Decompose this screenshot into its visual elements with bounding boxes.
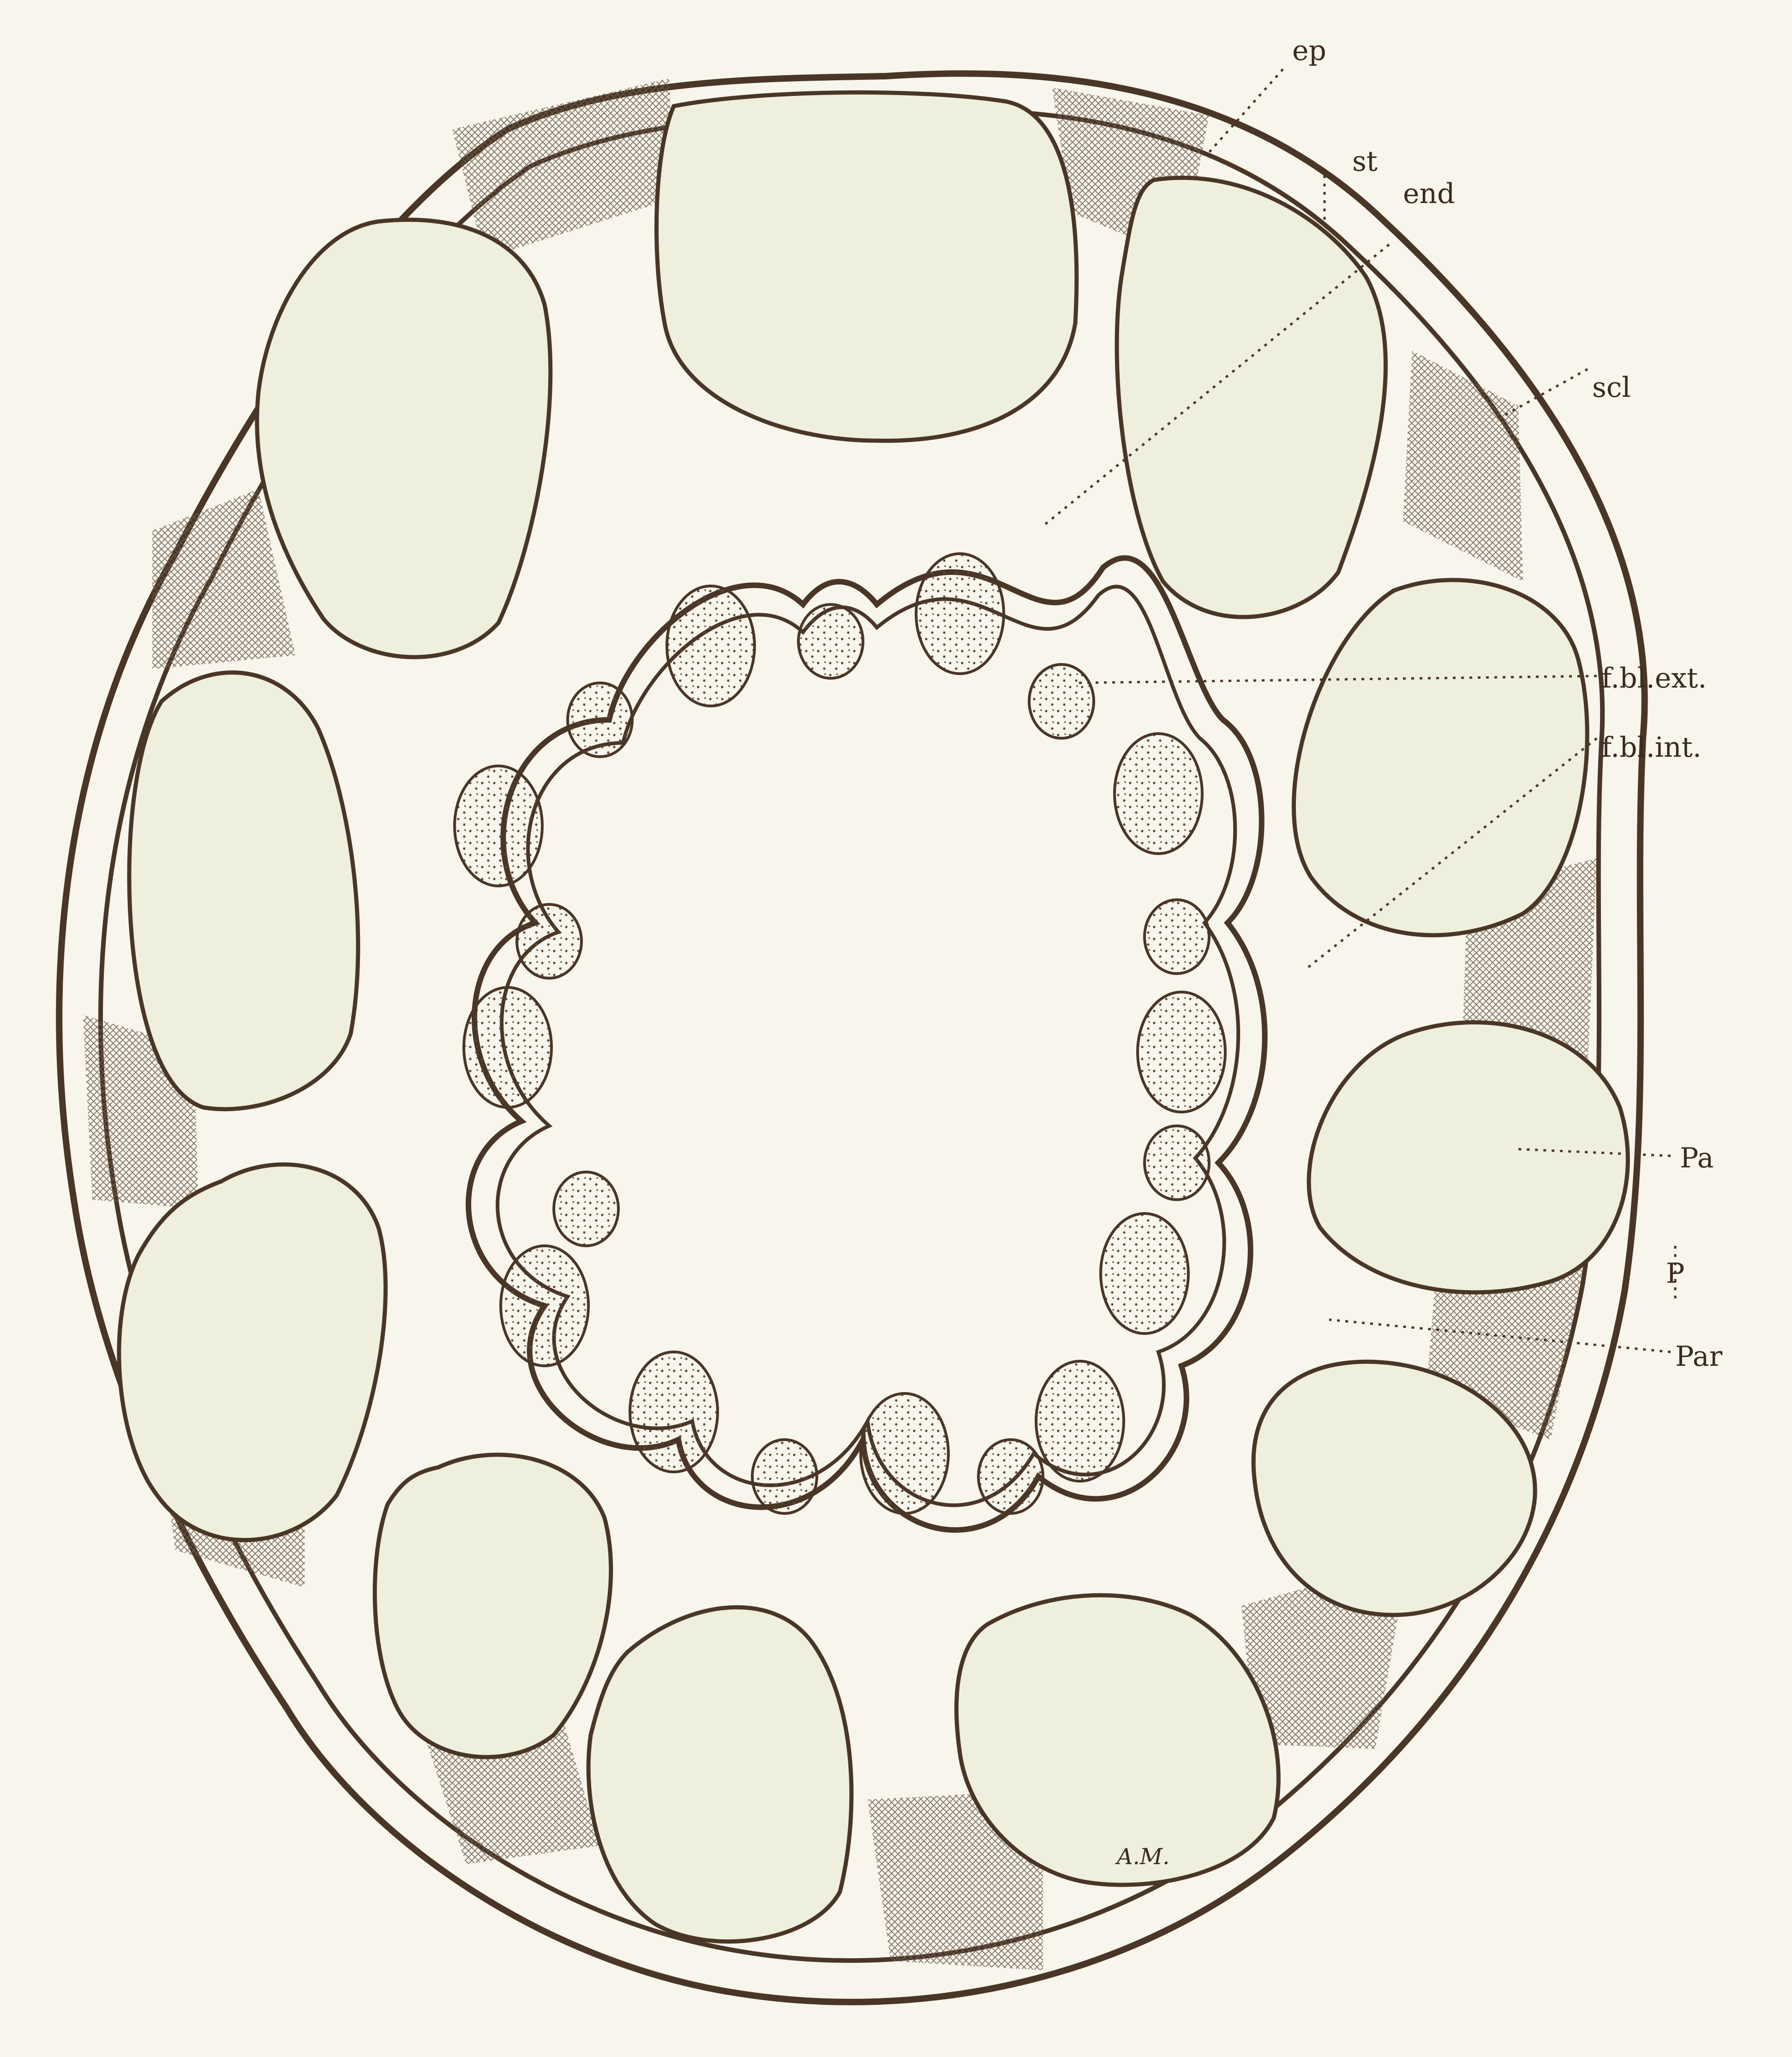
label-st: st [1352,145,1378,178]
vascular-bundle [667,586,755,706]
vascular-bundle [1029,664,1094,738]
vascular-bundle [916,554,1004,674]
vascular-bundle [517,904,581,978]
label-pa: Pa [1680,1142,1714,1174]
vascular-bundle [1101,1214,1188,1333]
vascular-bundle [568,683,632,757]
vascular-bundle [978,1440,1043,1513]
vascular-bundle [501,1246,588,1366]
label-fbl-ext: f.bl.ext. [1601,662,1707,694]
vascular-bundle [752,1440,817,1513]
label-scl: scl [1592,371,1631,404]
vascular-bundle [1145,1126,1209,1200]
vascular-bundle [464,987,551,1107]
label-ep: ep [1292,35,1326,67]
vascular-bundle [861,1393,948,1513]
artist-signature: A.M. [1115,1844,1169,1870]
label-end: end [1403,178,1455,210]
label-par: Par [1675,1340,1722,1373]
vascular-bundle [1036,1361,1124,1481]
vascular-bundle [630,1352,718,1472]
label-p: P [1666,1257,1684,1290]
vascular-bundle [1145,900,1209,974]
label-fbl-int: f.bl.int. [1601,731,1702,764]
vascular-bundle [554,1172,618,1246]
vascular-bundle [1115,734,1202,854]
vascular-bundle [1138,992,1225,1112]
vascular-bundle [798,604,863,678]
vascular-bundle [455,766,542,886]
